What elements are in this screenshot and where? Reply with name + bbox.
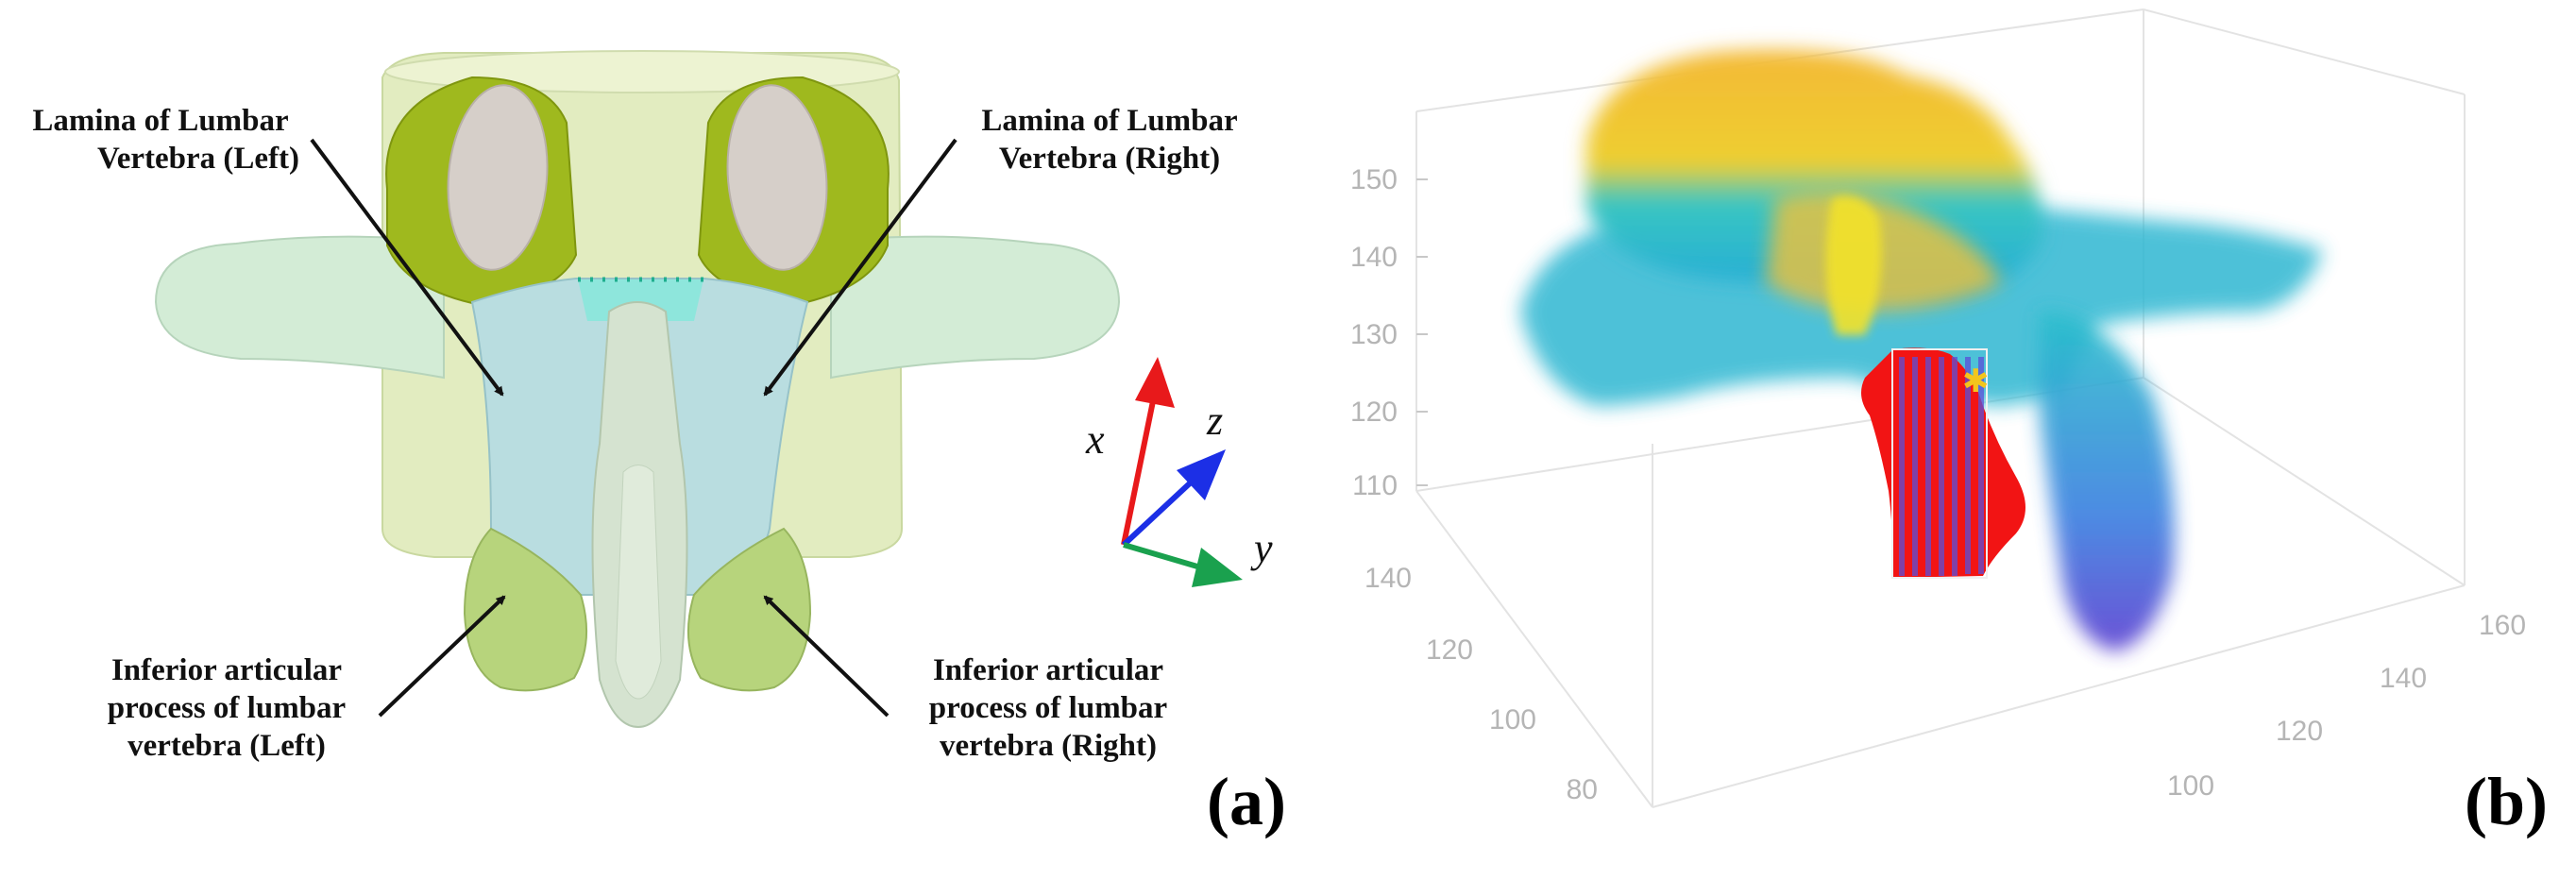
y-axis-arrowhead <box>1192 548 1243 587</box>
svg-text:140: 140 <box>1350 242 1398 273</box>
x-axis-arrowhead <box>1135 357 1175 408</box>
arrow-lamina-right <box>763 138 958 397</box>
label-inferior-right: Inferior articular process of lumbar ver… <box>928 653 1168 763</box>
svg-text:100: 100 <box>1489 704 1536 735</box>
axis-label-y: y <box>1250 525 1273 571</box>
trajectory-lines <box>1899 357 1984 576</box>
x-axis-line <box>1121 396 1157 546</box>
pedicle-right <box>697 76 890 309</box>
coordinate-axes: x z y <box>1085 357 1273 587</box>
left-tick-labels: 140 120 100 80 <box>1364 563 1598 805</box>
svg-text:130: 130 <box>1350 319 1398 350</box>
svg-text:80: 80 <box>1567 774 1598 805</box>
panel-a-vertebra: x z y Lamina of Lumbar Vertebra (Left) L… <box>32 50 1286 839</box>
z-axis-line <box>1121 479 1195 548</box>
svg-text:160: 160 <box>2479 610 2526 641</box>
svg-text:110: 110 <box>1352 470 1398 501</box>
arrow-lamina-left <box>310 138 504 397</box>
svg-text:100: 100 <box>2167 770 2214 802</box>
label-inferior-left: Inferior articular process of lumbar ver… <box>107 653 347 763</box>
panel-a-tag: (a) <box>1207 764 1286 839</box>
vertebra-illustration: x z y <box>154 50 1273 729</box>
inferior-articular-process-right <box>686 527 812 692</box>
right-tick-labels: 160 140 120 100 <box>2167 610 2526 802</box>
svg-text:140: 140 <box>2380 663 2427 694</box>
spinous-process <box>591 301 688 729</box>
panel-b-tag: (b) <box>2465 764 2548 839</box>
pedicle-left <box>385 76 578 309</box>
point-cloud: ✱ <box>1520 49 2323 651</box>
tick-marks <box>1416 178 1428 486</box>
z-tick-labels: 150 140 130 120 110 <box>1350 164 1398 501</box>
axis-label-z: z <box>1206 397 1223 444</box>
svg-text:120: 120 <box>1350 397 1398 428</box>
y-axis-line <box>1123 542 1198 569</box>
label-lamina-left: Lamina of Lumbar Vertebra (Left) <box>32 104 300 176</box>
point-cloud-plot: ✱ 150 140 130 120 110 140 120 100 80 160… <box>1350 8 2526 808</box>
label-lamina-right: Lamina of Lumbar Vertebra (Right) <box>981 104 1238 176</box>
svg-text:120: 120 <box>2276 716 2323 747</box>
z-axis-arrowhead <box>1177 449 1226 500</box>
panel-b-point-cloud: ✱ 150 140 130 120 110 140 120 100 80 160… <box>1322 0 2576 879</box>
axis-label-x: x <box>1085 416 1105 463</box>
target-box <box>1891 348 1988 579</box>
entry-point-star-icon: ✱ <box>1962 363 1990 400</box>
transverse-process-left <box>154 235 445 380</box>
svg-text:150: 150 <box>1350 164 1398 195</box>
arrow-inferior-left <box>378 595 506 718</box>
arrow-inferior-right <box>763 595 890 718</box>
svg-text:140: 140 <box>1364 563 1412 594</box>
svg-text:120: 120 <box>1426 634 1473 666</box>
inferior-articular-process-left <box>463 527 588 692</box>
callout-arrows <box>310 138 958 718</box>
transverse-process-right <box>830 235 1121 380</box>
